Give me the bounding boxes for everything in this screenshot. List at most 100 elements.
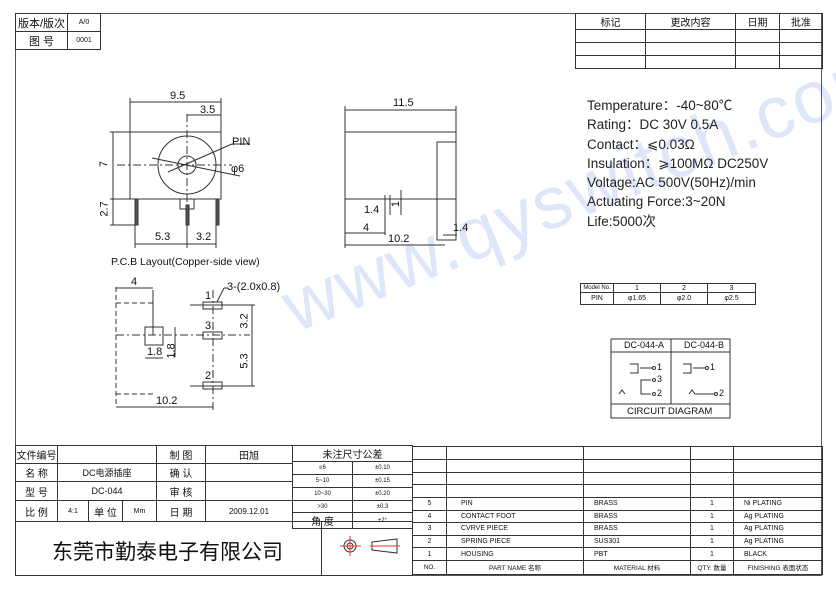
part-name: CONTACT FOOT <box>446 509 584 524</box>
dim-label: 1 <box>390 200 403 208</box>
dim-label: 1.4 <box>364 204 380 216</box>
dim-label: 1.4 <box>453 222 469 234</box>
quantity: 1 <box>690 547 734 561</box>
review-label: 审 核 <box>156 481 207 501</box>
material: PBT <box>583 547 691 561</box>
spec-temperature: Temperature：-40~80℃ <box>587 98 733 113</box>
part-name: PIN <box>446 497 584 511</box>
dim-label: 10.2 <box>388 233 410 245</box>
symbol-cell <box>321 521 413 576</box>
tolerance-value: ±0.10 <box>352 461 413 475</box>
model-header: 3 <box>707 283 756 293</box>
pin-number: 1 <box>205 290 212 302</box>
bom-header-material: MATERIAL 材料 <box>583 559 691 575</box>
pin-label: PIN <box>232 136 251 148</box>
finishing: Ag PLATING <box>733 534 823 549</box>
pcb-layout <box>115 287 255 410</box>
tolerance-title: 未注尺寸公差 <box>292 445 413 462</box>
circuit-diagram <box>610 338 731 419</box>
circuit-caption: CIRCUIT DIAGRAM <box>627 406 713 417</box>
dim-label: 4 <box>131 276 138 288</box>
quantity: 1 <box>690 534 734 549</box>
part-name: HOUSING <box>446 547 584 561</box>
quantity: 1 <box>690 522 734 536</box>
quantity: 1 <box>690 509 734 524</box>
unit-value: Mm <box>121 500 158 522</box>
dim-label: 10.2 <box>156 395 178 407</box>
model-header: 2 <box>660 283 708 293</box>
side-view <box>344 106 457 248</box>
drawing-no-value: 0001 <box>67 31 101 50</box>
circuit-b-label: DC-044-B <box>684 340 725 350</box>
name-label: 名 称 <box>15 463 58 482</box>
spec-rating: Rating：DC 30V 0.5A <box>587 117 719 133</box>
dim-label: 5.3 <box>155 231 171 243</box>
circuit-pin: 3 <box>657 374 663 384</box>
finishing: Ag PLATING <box>733 509 823 524</box>
tolerance-value: ±0.3 <box>352 500 413 513</box>
part-no: 4 <box>412 509 447 524</box>
bom-header-quantity: QTY. 数量 <box>690 559 734 575</box>
dim-label: 5.3 <box>238 353 251 369</box>
date-label: 日 期 <box>156 500 207 522</box>
spec-contact: Contact：⩽0.03Ω <box>587 136 695 152</box>
spec-force: Actuating Force:3~20N <box>587 194 726 210</box>
circuit-a-label: DC-044-A <box>624 340 665 350</box>
dim-label: 1.8 <box>165 343 178 359</box>
material: BRASS <box>583 522 691 536</box>
part-no: 2 <box>412 534 447 549</box>
pin-number: 2 <box>205 370 212 382</box>
tolerance-value: ±2° <box>352 512 413 529</box>
spec-insulation: Insulation：⩾100MΩ DC250V <box>587 155 769 171</box>
tolerance-range: 10~30 <box>292 487 353 501</box>
drawing-no-label: 图 号 <box>15 31 68 50</box>
circuit-pin: 2 <box>719 388 725 398</box>
material: SUS301 <box>583 534 691 549</box>
circuit-pin: 1 <box>657 362 663 372</box>
circuit-pin: 1 <box>710 362 716 372</box>
model-cell: φ2.0 <box>660 292 708 305</box>
tolerance-table: 未注尺寸公差 ≤6±0.10 5~10±0.15 10~30±0.20 >30±… <box>292 445 413 529</box>
file-no-label: 文件编号 <box>15 445 58 464</box>
name-value: DC电源插座 <box>56 463 158 482</box>
company-name: 东莞市勤泰电子有限公司 <box>52 541 283 564</box>
tolerance-range: ≤6 <box>292 461 353 475</box>
bom-header-part-name: PART NAME 名称 <box>446 559 584 575</box>
tolerance-range: >30 <box>292 500 353 513</box>
dia-label: φ6 <box>231 163 245 175</box>
model-cell: φ2.5 <box>707 292 756 305</box>
pin-number: 3 <box>205 320 212 332</box>
tolerance-range: 角 度 <box>292 512 353 529</box>
sheet-border <box>15 13 822 576</box>
check-value <box>205 463 294 482</box>
scale-label: 比 例 <box>15 500 58 522</box>
file-no-value <box>56 445 158 464</box>
quantity: 1 <box>690 497 734 511</box>
bom-table <box>412 446 823 498</box>
finishing: BLACK <box>733 547 823 561</box>
check-label: 确 认 <box>156 463 207 482</box>
scale-value: 4:1 <box>57 500 89 522</box>
part-no: 3 <box>412 522 447 536</box>
spec-life: Life:5000次 <box>587 213 657 229</box>
dim-label: 3.2 <box>238 313 251 329</box>
spec-voltage: Voltage:AC 500V(50Hz)/min <box>587 175 756 191</box>
review-value <box>205 481 294 501</box>
unit-label: 单 位 <box>88 500 123 522</box>
model-value: DC-044 <box>56 481 158 501</box>
revision-table: 标记更改内容日期批准 <box>575 13 823 69</box>
model-cell: φ1.65 <box>613 292 661 305</box>
dim-label: 3.2 <box>196 231 212 243</box>
dim-label: 9.5 <box>170 90 186 102</box>
tolerance-value: ±0.20 <box>352 487 413 501</box>
date-value: 2009.12.01 <box>205 500 294 522</box>
